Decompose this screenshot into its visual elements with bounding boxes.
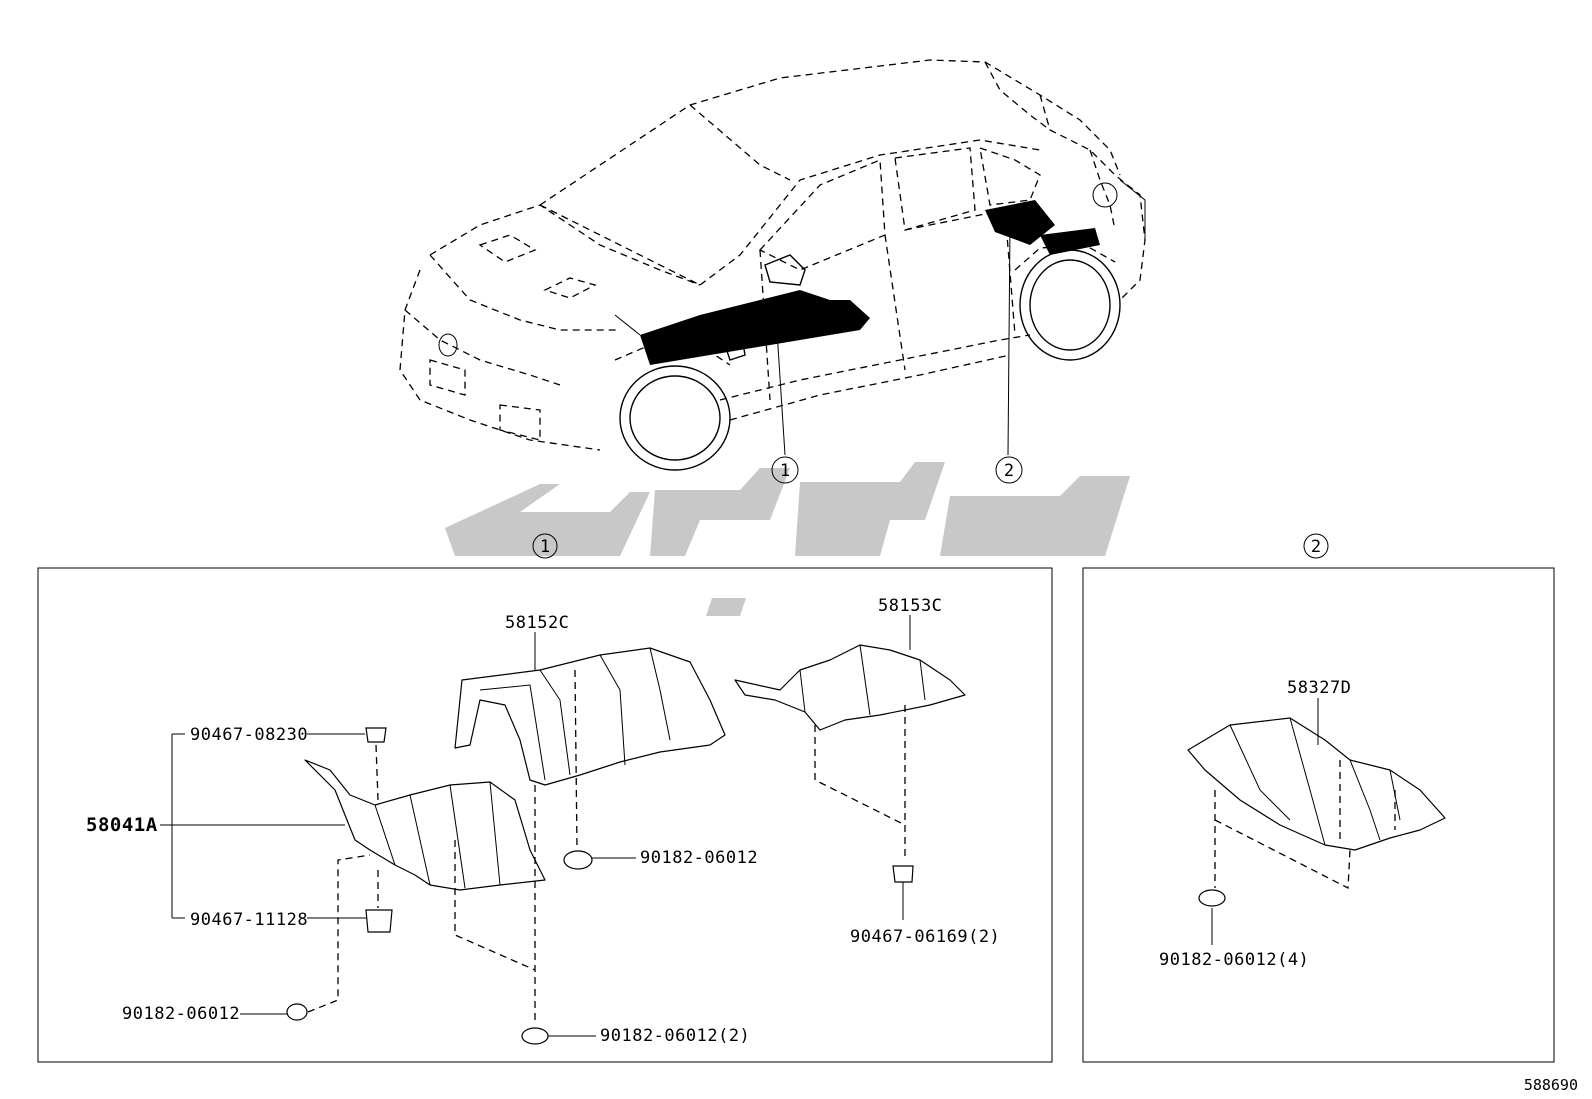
svg-text:90467-11128: 90467-11128: [190, 910, 308, 930]
clip-90182-06012-2: 90182-06012(2): [454, 785, 750, 1046]
clip-90467-08230: 90467-08230: [190, 725, 387, 801]
shaded-area-rear: [985, 200, 1055, 245]
svg-text:90467-06169(2): 90467-06169(2): [850, 927, 1000, 947]
svg-text:90182-06012: 90182-06012: [640, 848, 758, 868]
svg-text:58153C: 58153C: [878, 596, 942, 616]
svg-text:58041A: 58041A: [86, 814, 158, 836]
panel-2-title: 2: [1311, 537, 1321, 557]
clip-90182-06012-4: 90182-06012(4): [1159, 760, 1396, 970]
logo-watermark: [445, 462, 1130, 616]
panel-2: 2 58327D 90182-06012(4): [1082, 533, 1555, 1063]
svg-text:1: 1: [780, 461, 790, 481]
part-58327D: 58327D: [1187, 678, 1446, 851]
panel-1-title: 1: [540, 537, 550, 557]
car-illustration: [399, 59, 1146, 471]
svg-text:90182-06012: 90182-06012: [122, 1004, 240, 1024]
callout-1: 1: [771, 456, 799, 484]
reference-code: 588690: [1524, 1076, 1578, 1094]
clip-90182-06012-mid: 90182-06012: [563, 669, 758, 870]
clip-90467-06169-2: 90467-06169(2): [814, 705, 1000, 947]
part-58152C: 58152C: [454, 613, 726, 786]
svg-text:90182-06012(4): 90182-06012(4): [1159, 950, 1309, 970]
clip-90467-11128: 90467-11128: [190, 870, 393, 933]
svg-text:2: 2: [1004, 461, 1014, 481]
part-58153C: 58153C: [734, 596, 966, 731]
svg-text:90182-06012(2): 90182-06012(2): [600, 1026, 750, 1046]
callout-2: 2: [995, 456, 1023, 484]
shaded-area-front: [640, 290, 870, 365]
svg-text:58327D: 58327D: [1287, 678, 1351, 698]
svg-text:90467-08230: 90467-08230: [190, 725, 308, 745]
svg-text:58152C: 58152C: [505, 613, 569, 633]
clip-90182-06012-left: 90182-06012: [122, 854, 371, 1024]
panel-1: 1 58152C 58153C 58041A: [37, 533, 1053, 1063]
part-58041A: 58041A: [86, 759, 546, 891]
